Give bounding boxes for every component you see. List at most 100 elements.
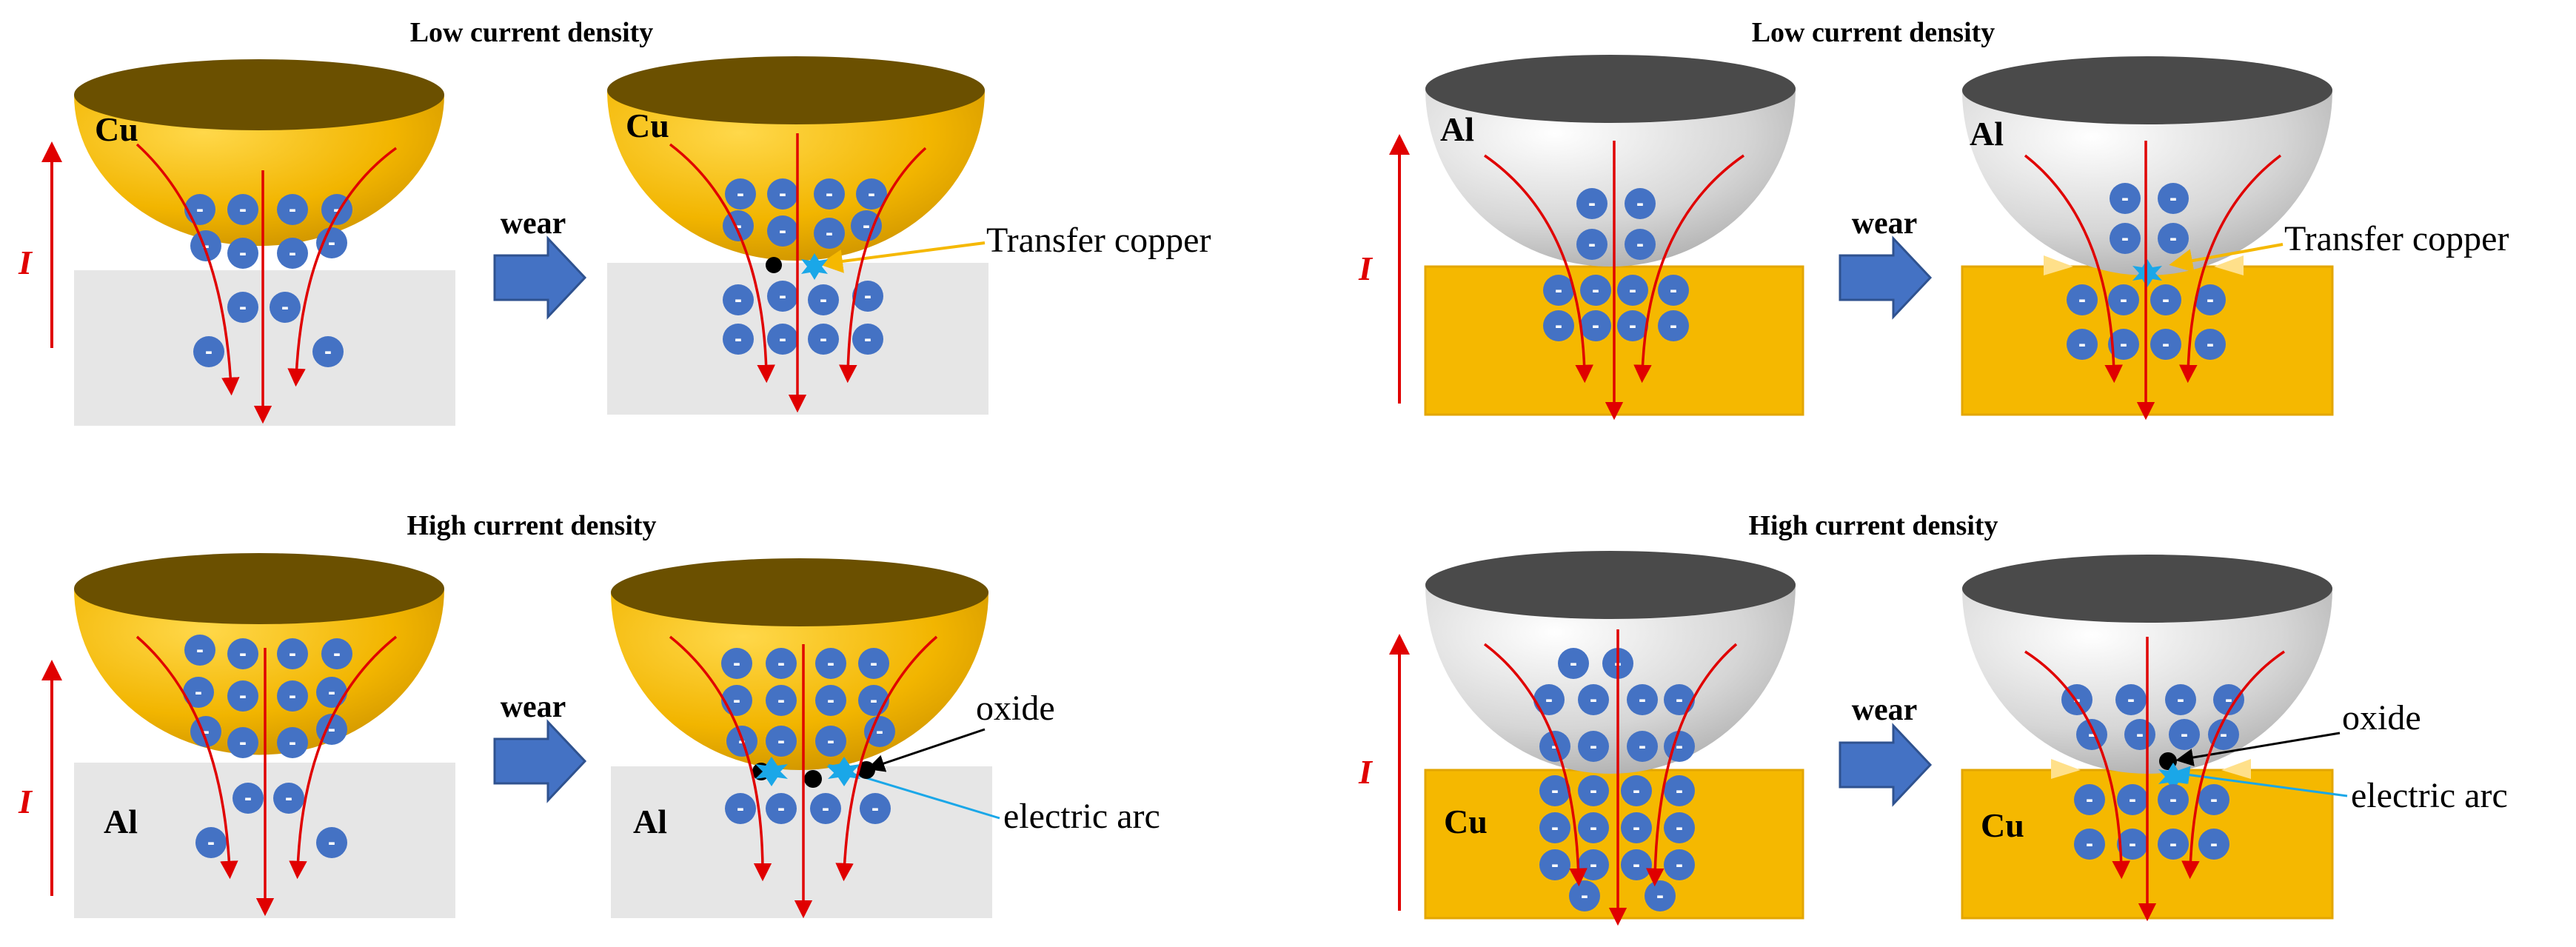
electron: - (1543, 310, 1574, 341)
electron: - (723, 210, 754, 241)
svg-text:-: - (2127, 687, 2135, 712)
svg-text:-: - (777, 688, 785, 712)
electron: - (2150, 284, 2181, 315)
svg-text:-: - (289, 641, 296, 666)
electron: - (277, 194, 308, 225)
electron: - (852, 281, 883, 312)
current-flow-line (2024, 154, 2123, 384)
panel-title: High current density (1748, 510, 1998, 541)
electron: - (1621, 775, 1652, 806)
bottom-metal-label-worn: Cu (1981, 806, 2024, 844)
wear-arrow (1839, 723, 1933, 807)
electron: - (864, 716, 895, 747)
svg-text:-: - (195, 680, 202, 704)
svg-text:-: - (1676, 687, 1683, 712)
svg-text:-: - (2120, 287, 2127, 312)
svg-text:-: - (1581, 883, 1588, 908)
process-label: wear (1852, 693, 1918, 727)
svg-text:-: - (1590, 778, 1597, 803)
oxide-particle (804, 770, 822, 788)
process-label: wear (501, 690, 566, 724)
svg-text:-: - (2181, 722, 2188, 746)
aluminum-block (74, 270, 455, 426)
svg-text:-: - (1633, 815, 1640, 840)
svg-text:-: - (2169, 186, 2177, 210)
svg-text:-: - (1551, 815, 1559, 840)
svg-text:-: - (1629, 278, 1636, 302)
aluminum-hemisphere-worn-top (1962, 56, 2332, 124)
svg-text:-: - (779, 181, 786, 206)
electron: - (766, 793, 797, 824)
svg-text:-: - (2177, 687, 2184, 712)
current-flow-line (669, 635, 772, 882)
copper-hemisphere-top (74, 59, 444, 130)
svg-text:-: - (1629, 313, 1636, 338)
oxide-particle (857, 761, 875, 779)
electron: - (815, 685, 846, 716)
current-flow-line (2181, 650, 2285, 880)
electron: - (2067, 284, 2098, 315)
electron: - (1658, 310, 1689, 341)
electron: - (767, 215, 798, 247)
svg-text:-: - (289, 197, 296, 221)
arc-spark (755, 757, 788, 786)
svg-text:-: - (826, 221, 833, 245)
top-metal-label: Cu (95, 110, 138, 148)
svg-text:-: - (2129, 787, 2136, 812)
electrons-layer: ----------------------------------------… (183, 178, 2244, 911)
svg-text:-: - (328, 230, 335, 255)
svg-text:-: - (735, 287, 742, 312)
top-metal-label-worn: Al (1970, 115, 2004, 153)
svg-text:-: - (2169, 226, 2177, 250)
electron: - (767, 281, 798, 312)
copper-hemisphere (74, 589, 444, 755)
current-flow-line (1484, 154, 1593, 384)
current-flow-line (1646, 643, 1738, 887)
svg-text:-: - (870, 688, 877, 712)
process-label: wear (1852, 207, 1918, 241)
aluminum-hemisphere-top (1425, 55, 1796, 123)
svg-text:-: - (735, 213, 742, 238)
oxide-arrow (866, 728, 986, 772)
electron: - (312, 336, 344, 367)
arc-spark (828, 757, 860, 786)
svg-text:-: - (1676, 778, 1683, 803)
electron: - (316, 227, 347, 258)
electron: - (227, 194, 258, 225)
svg-text:-: - (876, 719, 883, 743)
annotation-transfer-copper: Transfer copper (2284, 219, 2509, 258)
electron: - (1578, 775, 1609, 806)
svg-text:-: - (2210, 787, 2218, 812)
electron: - (2165, 684, 2196, 715)
electron: - (721, 685, 752, 716)
current-flow-line (289, 635, 398, 880)
electron: - (2208, 719, 2239, 750)
svg-text:-: - (827, 688, 834, 712)
panel-cu-high-current: High current density I Al Al wear oxide … (18, 510, 1160, 918)
current-flow-line (287, 147, 398, 387)
current-label: I (1358, 250, 1374, 287)
electron: - (1578, 849, 1609, 880)
current-flow-line (839, 147, 927, 384)
svg-text:-: - (868, 181, 875, 206)
electron: - (2067, 329, 2098, 360)
svg-text:-: - (2120, 332, 2127, 356)
arc-spark (2158, 763, 2188, 791)
aluminum-hemisphere-worn (1962, 90, 2332, 275)
svg-text:-: - (779, 284, 786, 308)
oxide-particle (766, 257, 782, 273)
electron: - (1539, 849, 1570, 880)
svg-text:-: - (872, 796, 879, 820)
svg-text:-: - (1590, 852, 1597, 877)
svg-text:-: - (2169, 787, 2177, 812)
electron: - (1664, 812, 1695, 843)
process-label: wear (501, 207, 566, 241)
current-label: I (1358, 753, 1374, 791)
aluminum-hemisphere-top (1425, 551, 1796, 619)
top-metal-label-worn: Cu (626, 107, 669, 144)
electron: - (1617, 275, 1648, 306)
current-flow-line (136, 143, 240, 396)
electron: - (767, 324, 798, 355)
electron: - (277, 727, 308, 758)
